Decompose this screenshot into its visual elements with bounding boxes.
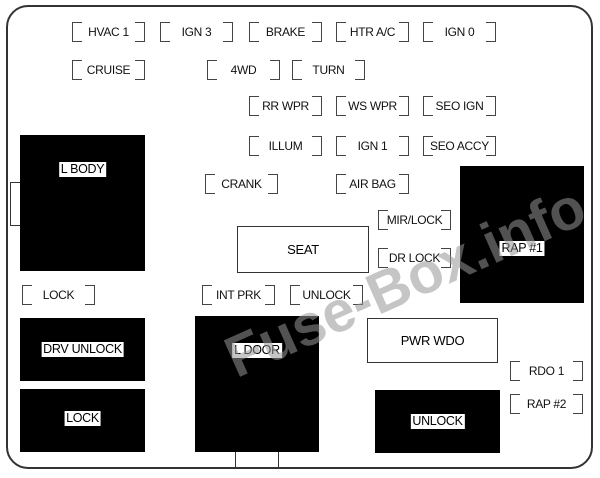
l-door-connector-tab: [235, 450, 279, 468]
fuse-seo-ign: SEO IGN: [423, 96, 496, 116]
relay-l-door: L DOOR: [195, 316, 319, 452]
fuse-ws-wpr: WS WPR: [336, 96, 409, 116]
fuse-4wd: 4WD: [207, 60, 280, 80]
fuse-cruise: CRUISE: [72, 60, 145, 80]
relay-l-door-label: L DOOR: [232, 343, 282, 358]
fuse-rap2: RAP #2: [510, 394, 583, 414]
fuse-turn: TURN: [292, 60, 365, 80]
relay-rap1-label: RAP #1: [499, 241, 545, 256]
fuse-ign0: IGN 0: [423, 22, 496, 42]
relay-unlock-label: UNLOCK: [410, 414, 465, 429]
fuse-brake: BRAKE: [249, 22, 322, 42]
breaker-seat: SEAT: [237, 226, 369, 273]
fuse-dr-lock: DR LOCK: [378, 248, 451, 268]
fuse-ign3: IGN 3: [160, 22, 233, 42]
relay-rap1: RAP #1: [460, 166, 584, 303]
relay-l-body: L BODY: [20, 135, 145, 271]
fuse-panel-outline: [6, 5, 593, 469]
fuse-seo-accy: SEO ACCY: [423, 136, 496, 156]
fuse-int-prk: INT PRK: [202, 285, 275, 305]
relay-lock: LOCK: [20, 389, 145, 452]
relay-unlock: UNLOCK: [375, 390, 500, 453]
relay-drv-unlock: DRV UNLOCK: [20, 318, 145, 381]
fuse-rr-wpr: RR WPR: [249, 96, 322, 116]
relay-drv-unlock-label: DRV UNLOCK: [41, 342, 124, 357]
fuse-air-bag: AIR BAG: [336, 174, 409, 194]
fuse-illum: ILLUM: [249, 136, 322, 156]
fuse-rdo1: RDO 1: [510, 361, 583, 381]
fuse-lock: LOCK: [22, 285, 95, 305]
relay-lock-label: LOCK: [64, 411, 101, 426]
relay-l-body-label: L BODY: [58, 162, 107, 177]
fuse-ign1: IGN 1: [336, 136, 409, 156]
fuse-htr-ac: HTR A/C: [336, 22, 409, 42]
fuse-crank: CRANK: [205, 174, 278, 194]
breaker-pwr-wdo: PWR WDO: [367, 318, 498, 363]
fuse-hvac1: HVAC 1: [72, 22, 145, 42]
fuse-unlock: UNLOCK: [290, 285, 363, 305]
fuse-mir-lock: MIR/LOCK: [378, 210, 451, 230]
